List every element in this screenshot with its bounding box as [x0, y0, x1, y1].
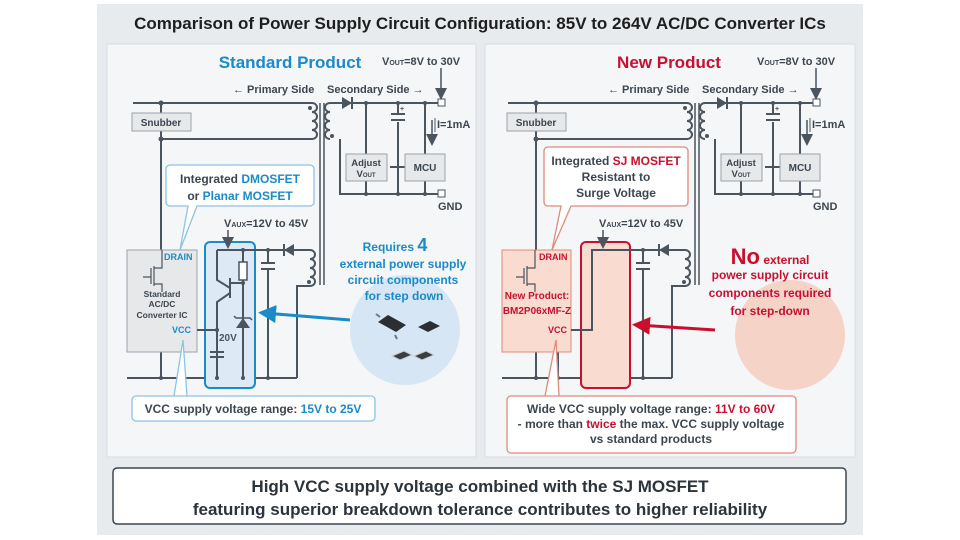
vaux-label: VAUX=12V to 45V [224, 218, 309, 230]
vcc-label: VCC [548, 325, 568, 335]
main-title: Comparison of Power Supply Circuit Confi… [134, 14, 826, 33]
ic-label-1: Standard [144, 289, 181, 299]
adjust-label: Adjust [351, 158, 381, 169]
ic-label-2: BM2P06xMF-Z [503, 306, 571, 317]
vcc-range-text: Wide VCC supply voltage range: 11V to 60… [527, 402, 775, 416]
callout-line1: Integrated SJ MOSFET [551, 154, 681, 168]
callout-line3: Surge Voltage [576, 186, 656, 200]
primary-side-label: ← Primary Side [608, 84, 689, 96]
blue-arrow [258, 305, 351, 323]
adjust-vout-label: VOUT [731, 169, 750, 180]
callout-line2: or Planar MOSFET [187, 189, 293, 203]
note-line2: external power supply [340, 257, 467, 271]
callout-line1: Integrated DMOSFET [180, 172, 301, 186]
snubber-label: Snubber [516, 118, 557, 129]
vcc-range-text: VCC supply voltage range: 15V to 25V [145, 402, 362, 416]
vcc-range-callout [131, 339, 376, 422]
no-components-box [580, 241, 631, 389]
ic-label-3: Converter IC [136, 310, 187, 320]
adjust-vout-label: VOUT [356, 169, 375, 180]
gnd-label: GND [813, 201, 838, 213]
secondary-side-label: Secondary Side → [327, 84, 424, 96]
current-label: I=1mA [437, 119, 470, 131]
note-line3: circuit components [348, 273, 459, 287]
callout-line2: Resistant to [582, 170, 651, 184]
ic-label-2: AC/DC [149, 299, 176, 309]
note-line4: for step down [365, 289, 444, 303]
drain-label: DRAIN [164, 252, 193, 262]
mosfet-icon [516, 250, 536, 292]
note-line2: power supply circuit [712, 268, 829, 282]
dmosfet-callout [165, 164, 315, 251]
smd-components-icon [375, 313, 440, 361]
note-line4: for step-down [730, 304, 809, 318]
conclusion-line2: featuring superior breakdown tolerance c… [193, 500, 768, 519]
zener-icon [236, 318, 250, 328]
drain-label: DRAIN [539, 252, 568, 262]
mosfet-icon [143, 250, 163, 292]
components-circle [350, 275, 460, 385]
vcc-label: VCC [172, 325, 192, 335]
mcu-label: MCU [789, 163, 812, 174]
vcc-range-callout [506, 339, 797, 454]
conclusion-box [112, 467, 847, 525]
adjust-label: Adjust [726, 158, 756, 169]
sj-mosfet-callout [543, 146, 689, 251]
vcc-range-text-3: vs standard products [590, 432, 712, 446]
no-components-circle [735, 280, 845, 390]
vcc-range-text-2: - more than twice the max. VCC supply vo… [518, 417, 785, 431]
standard-heading: Standard Product [219, 53, 362, 72]
ic-label-1: New Product: [505, 291, 569, 302]
new-heading: New Product [617, 53, 721, 72]
gnd-label: GND [438, 201, 463, 213]
new-ic [501, 249, 572, 353]
standard-panel: Standard Product VOUT=8V to 30V ← Primar… [106, 43, 477, 458]
current-label: I=1mA [812, 119, 845, 131]
red-arrow [632, 316, 716, 335]
secondary-side-label: Secondary Side → [702, 84, 799, 96]
snubber-label: Snubber [141, 118, 182, 129]
requires-note: Requires 4 [363, 235, 428, 255]
no-external-note: No external [731, 244, 810, 269]
conclusion-line1: High VCC supply voltage combined with th… [251, 477, 709, 496]
vaux-label: VAUX=12V to 45V [599, 218, 684, 230]
note-line3: components required [709, 286, 832, 300]
zener-label: 20V [219, 333, 237, 344]
new-panel: New Product VOUT=8V to 30V ← Primary Sid… [484, 43, 856, 458]
primary-side-label: ← Primary Side [233, 84, 314, 96]
mcu-label: MCU [414, 163, 437, 174]
